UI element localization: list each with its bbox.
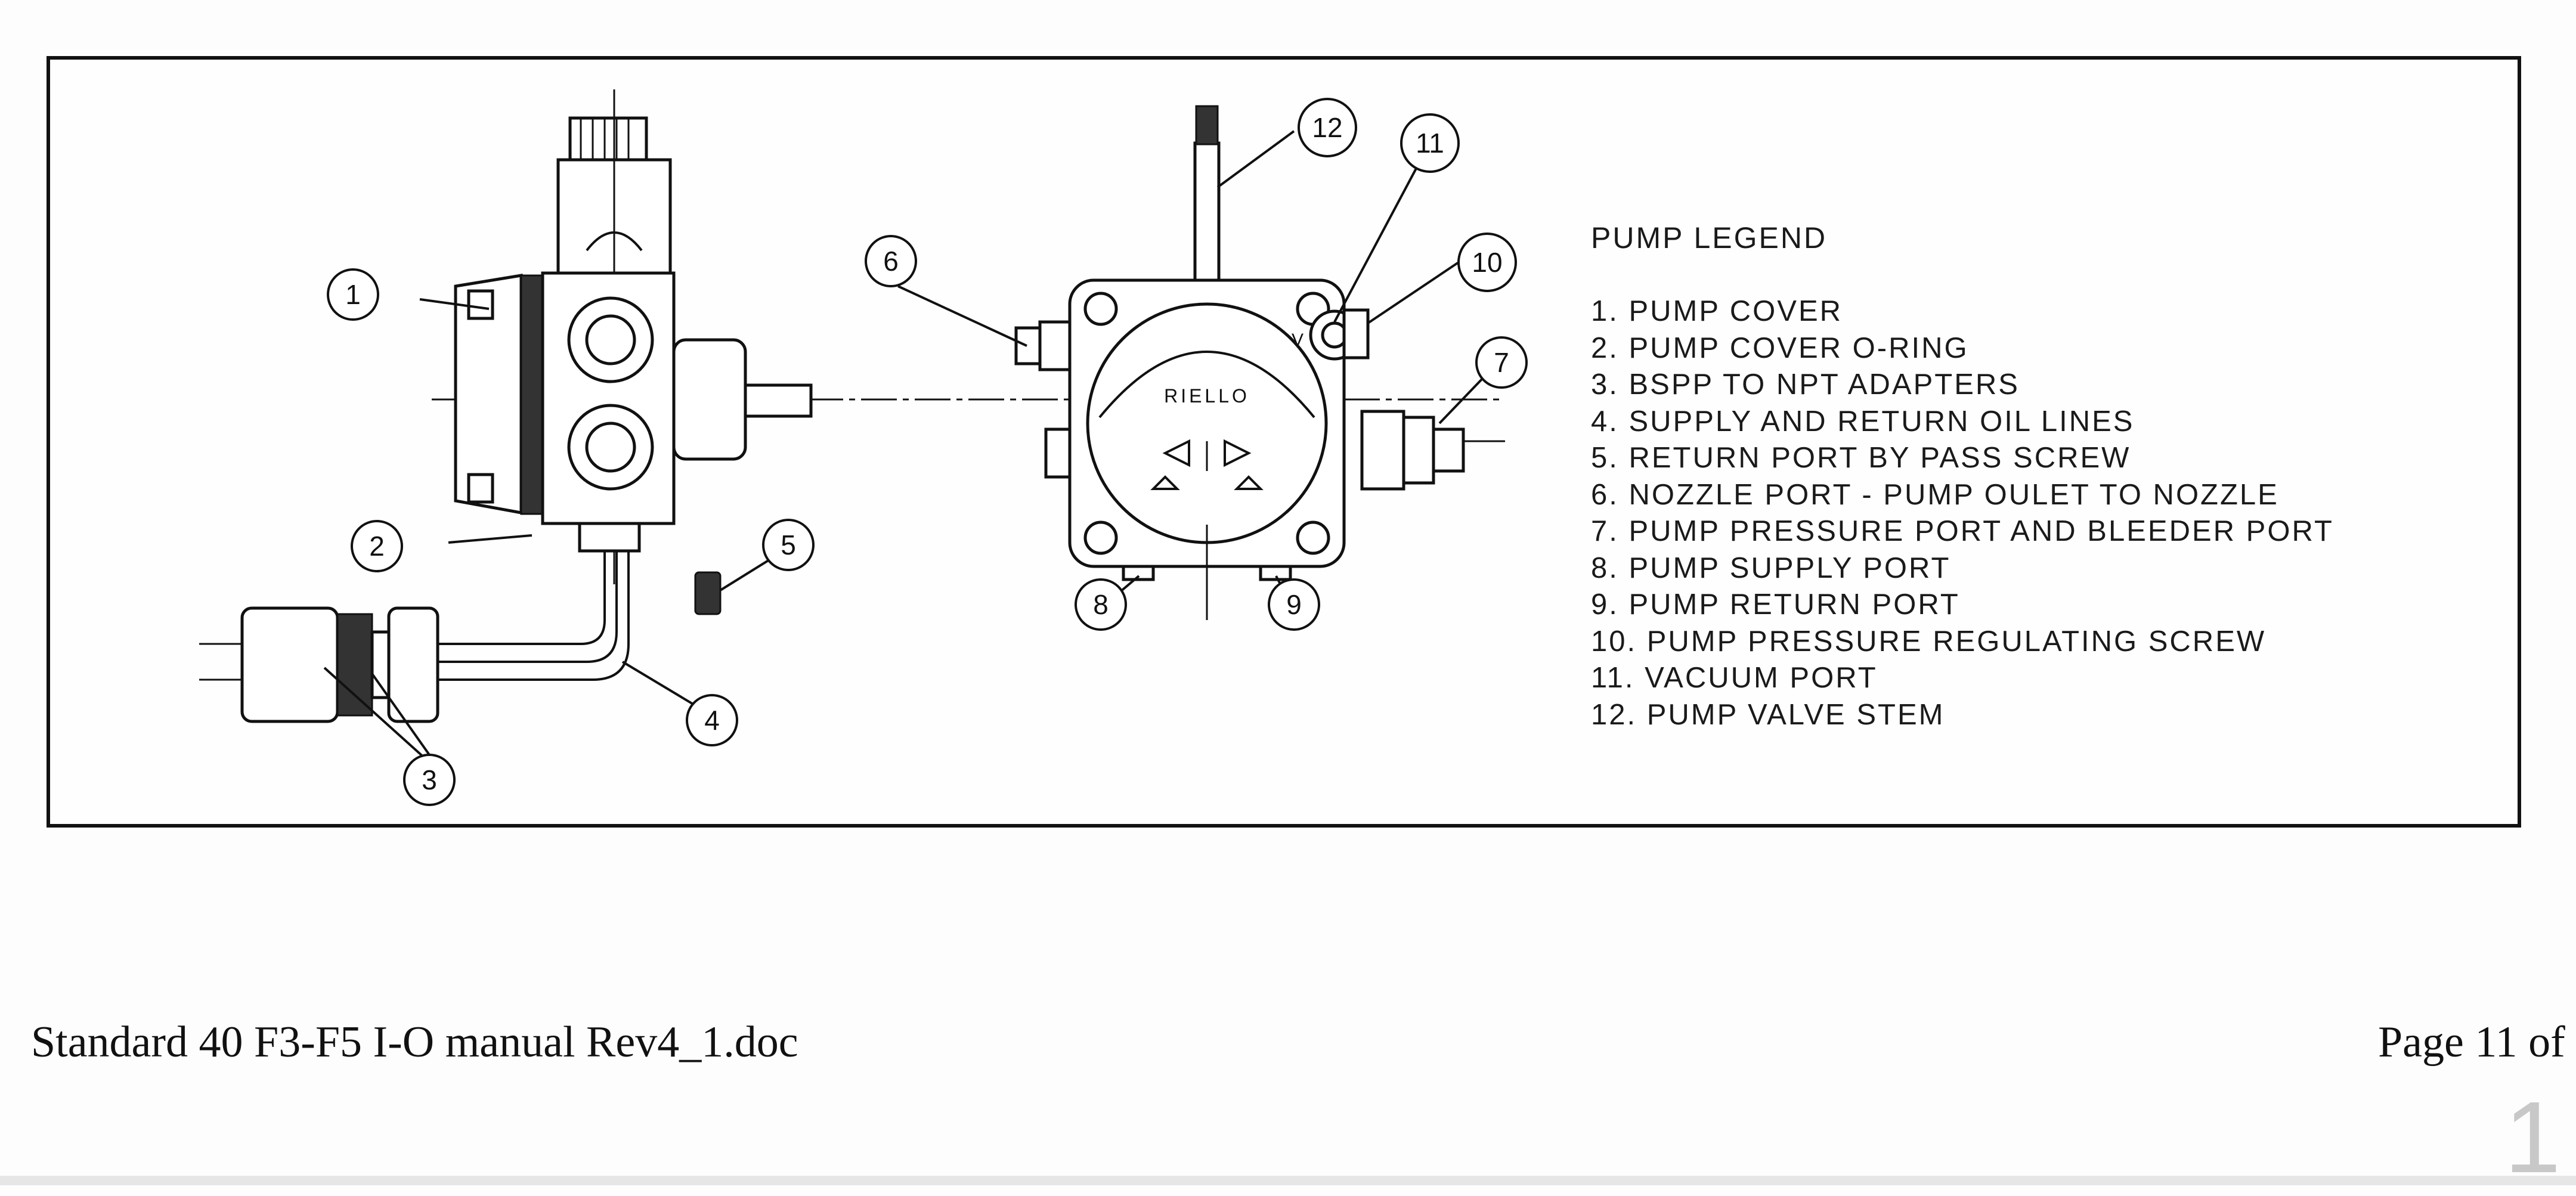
callout-1: 1 — [327, 268, 379, 321]
vacuum-port-label: V — [1292, 330, 1304, 350]
bottom-scroll-edge — [0, 1176, 2576, 1185]
svg-text:2: 2 — [369, 531, 385, 562]
legend-item: 2. PUMP COVER O-RING — [1591, 331, 1969, 364]
svg-text:11: 11 — [1416, 128, 1444, 159]
callout-9: 9 — [1268, 578, 1320, 631]
svg-text:10: 10 — [1472, 247, 1502, 278]
svg-text:4: 4 — [704, 705, 720, 736]
pump-side-view-icon — [199, 89, 813, 723]
legend-item: 3. BSPP TO NPT ADAPTERS — [1591, 368, 2020, 401]
pump-front-view-icon: RIELLO V — [1014, 105, 1505, 620]
callout-10: 10 — [1457, 233, 1517, 292]
footer-page-number: 1 — [2504, 1081, 2561, 1194]
callout-12: 12 — [1298, 98, 1357, 157]
legend-item: 9. PUMP RETURN PORT — [1591, 588, 1960, 621]
callout-8: 8 — [1075, 578, 1127, 631]
footer-document-name: Standard 40 F3-F5 I-O manual Rev4_1.doc — [31, 1018, 798, 1067]
svg-text:5: 5 — [781, 529, 796, 560]
legend-list: 1. PUMP COVER 2. PUMP COVER O-RING 3. BS… — [1591, 293, 2485, 733]
legend-item: 10. PUMP PRESSURE REGULATING SCREW — [1591, 625, 2267, 658]
svg-text:9: 9 — [1286, 589, 1302, 620]
svg-text:12: 12 — [1312, 112, 1342, 143]
svg-text:6: 6 — [883, 246, 899, 277]
pump-diagram: RIELLO V 1 2 3 4 5 6 7 8 9 10 11 12 — [199, 89, 1528, 806]
pump-figure-frame: RIELLO V 1 2 3 4 5 6 7 8 9 10 11 12 PUMP… — [47, 56, 2521, 828]
legend-item: 7. PUMP PRESSURE PORT AND BLEEDER PORT — [1591, 515, 2334, 547]
riello-brand-label: RIELLO — [1164, 385, 1250, 407]
legend-title: PUMP LEGEND — [1591, 221, 1828, 255]
callout-6: 6 — [865, 235, 917, 287]
footer-page-label: Page 11 of — [2378, 1018, 2565, 1067]
legend-item: 4. SUPPLY AND RETURN OIL LINES — [1591, 405, 2135, 438]
callout-7: 7 — [1475, 336, 1528, 389]
pump-legend: PUMP LEGEND 1. PUMP COVER 2. PUMP COVER … — [1591, 221, 2485, 733]
callout-4: 4 — [686, 694, 738, 746]
legend-item: 11. VACUUM PORT — [1591, 662, 1878, 694]
svg-text:1: 1 — [345, 279, 361, 310]
svg-text:7: 7 — [1494, 347, 1509, 378]
legend-item: 12. PUMP VALVE STEM — [1591, 698, 1945, 731]
callout-11: 11 — [1400, 113, 1460, 173]
svg-text:8: 8 — [1093, 589, 1109, 620]
callout-3: 3 — [403, 754, 456, 806]
legend-item: 6. NOZZLE PORT - PUMP OULET TO NOZZLE — [1591, 478, 2279, 511]
callout-5: 5 — [762, 519, 815, 571]
legend-item: 5. RETURN PORT BY PASS SCREW — [1591, 442, 2131, 474]
svg-text:3: 3 — [422, 764, 437, 795]
callout-2: 2 — [351, 520, 403, 572]
legend-item: 8. PUMP SUPPLY PORT — [1591, 551, 1951, 584]
legend-item: 1. PUMP COVER — [1591, 295, 1843, 327]
